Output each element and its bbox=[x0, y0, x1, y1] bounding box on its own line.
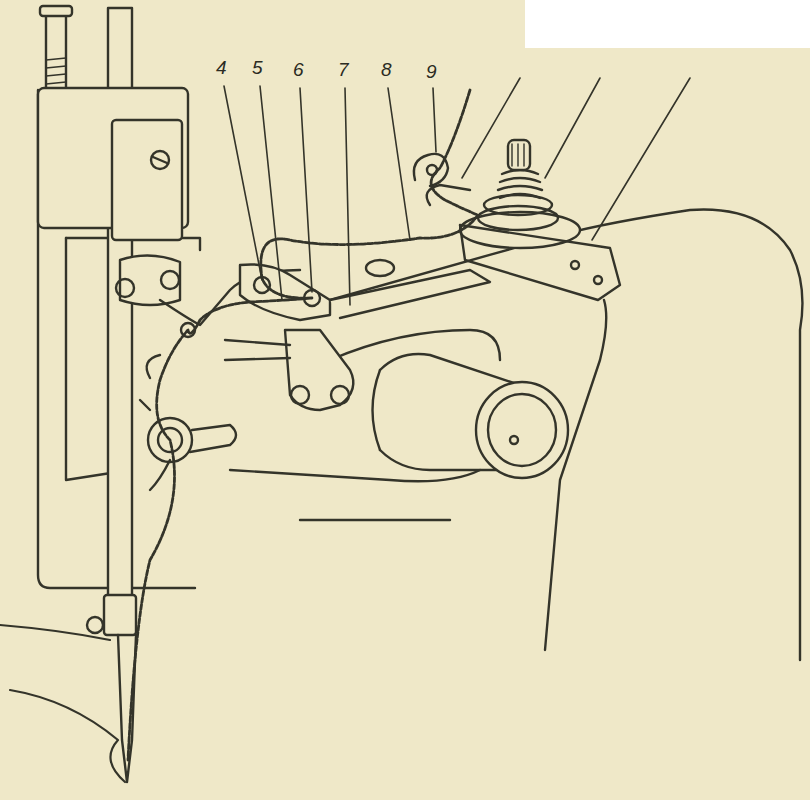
callout-number: 9 bbox=[424, 62, 439, 82]
callout-number: 4 bbox=[214, 58, 229, 78]
callout-number: 5 bbox=[250, 58, 265, 78]
callout-number: 7 bbox=[336, 60, 351, 80]
callout-number: 8 bbox=[379, 60, 394, 80]
callout-number: 6 bbox=[291, 60, 306, 80]
